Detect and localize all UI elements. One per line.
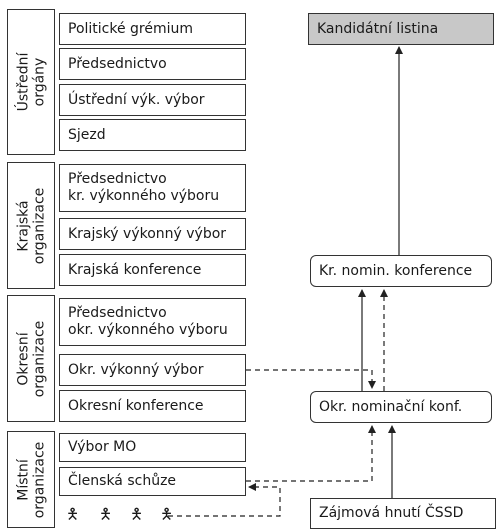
person-icon: 🯅: [99, 505, 113, 523]
box-regional-conference: Krajská konference: [59, 254, 246, 286]
group-regional-organization: Krajská organizace: [7, 162, 55, 289]
person-icon: 🯅: [130, 505, 144, 523]
box-political-council: Politické grémium: [59, 13, 246, 45]
box-members-meeting: Členská schůze: [59, 467, 246, 496]
person-icon: 🯅: [160, 505, 174, 523]
group-local-organization: Místní organizace: [7, 431, 55, 528]
arrow-members-meeting-to-nomination: [246, 425, 376, 482]
person-icon: 🯅: [66, 505, 80, 523]
box-district-nomination: Okr. nominační konf.: [310, 391, 492, 423]
box-district-presidium: Předsednictvo okr. výkonného výboru: [59, 298, 246, 346]
group-district-organization: Okresní organizace: [7, 295, 55, 422]
group-central-organs: Ústřední orgány: [7, 9, 55, 155]
box-regional-presidium: Předsednictvo kr. výkonného výboru: [59, 164, 246, 212]
box-central-executive: Ústřední výk. výbor: [59, 84, 246, 116]
arrow-district-executive-to-nomination: [246, 369, 376, 389]
box-local-committee: Výbor MO: [59, 433, 246, 462]
box-district-executive: Okr. výkonný výbor: [59, 354, 246, 386]
box-candidate-list: Kandidátní listina: [308, 13, 494, 45]
box-congress: Sjezd: [59, 119, 246, 151]
box-presidium: Předsednictvo: [59, 48, 246, 80]
arrow-members-to-meeting: [168, 483, 281, 517]
box-regional-nomination: Kr. nomin. konference: [310, 255, 492, 287]
box-regional-executive: Krajský výkonný výbor: [59, 218, 246, 250]
box-district-conference: Okresní konference: [59, 390, 246, 422]
